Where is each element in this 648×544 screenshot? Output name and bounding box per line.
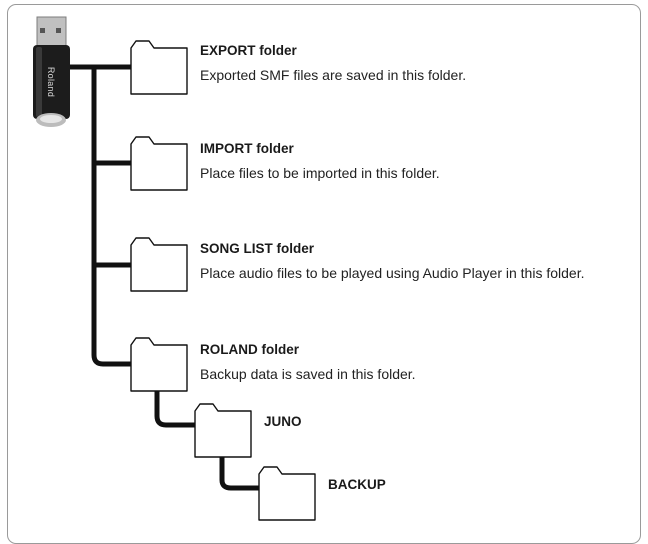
folder-export-icon bbox=[131, 41, 187, 94]
folder-song-list-icon bbox=[131, 238, 187, 291]
roland-folder-description: Backup data is saved in this folder. bbox=[200, 365, 416, 383]
connector-trunk bbox=[94, 67, 132, 364]
song-list-folder-title: SONG LIST folder bbox=[200, 240, 314, 258]
export-folder-description: Exported SMF files are saved in this fol… bbox=[200, 66, 466, 84]
import-folder-description: Place files to be imported in this folde… bbox=[200, 164, 440, 182]
usb-brand-label: Roland bbox=[46, 67, 56, 97]
folder-roland-icon bbox=[131, 338, 187, 391]
folder-juno-icon bbox=[195, 404, 251, 457]
backup-folder-title: BACKUP bbox=[328, 476, 386, 494]
folder-import-icon bbox=[131, 137, 187, 190]
roland-folder-title: ROLAND folder bbox=[200, 341, 299, 359]
usb-flash-drive-icon: Roland bbox=[33, 17, 70, 127]
juno-folder-title: JUNO bbox=[264, 413, 302, 431]
song-list-folder-description: Place audio files to be played using Aud… bbox=[200, 264, 584, 282]
folder-backup-icon bbox=[259, 467, 315, 520]
import-folder-title: IMPORT folder bbox=[200, 140, 294, 158]
export-folder-title: EXPORT folder bbox=[200, 42, 297, 60]
